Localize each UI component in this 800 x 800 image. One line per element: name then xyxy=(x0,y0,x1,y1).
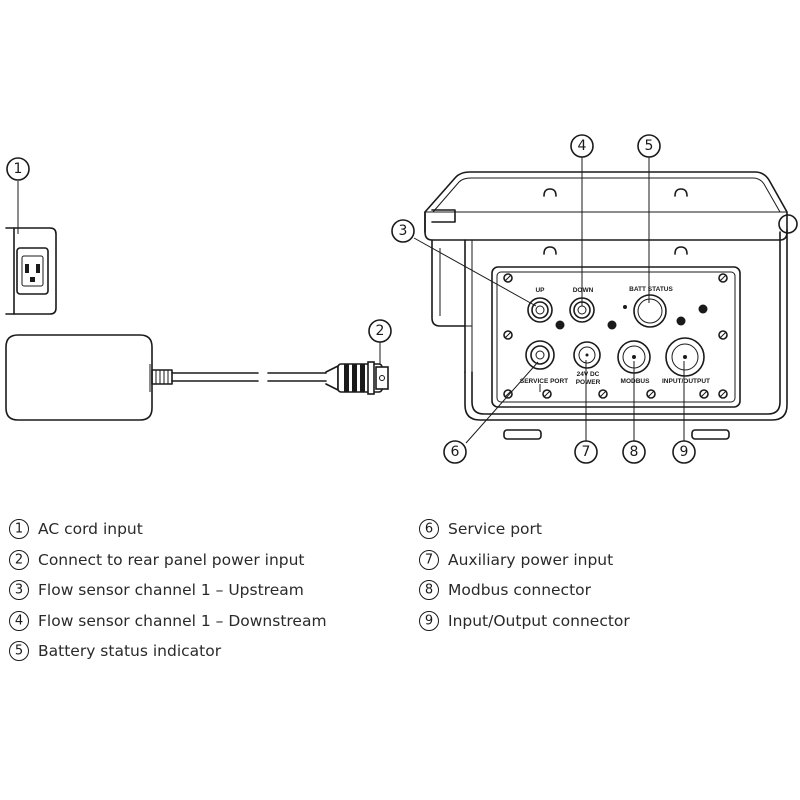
legend-item: 6 Service port xyxy=(419,519,542,539)
legend-text: Input/Output connector xyxy=(448,612,630,630)
legend-item: 5 Battery status indicator xyxy=(9,641,222,661)
legend: 1 AC cord input 2 Connect to rear panel … xyxy=(9,519,630,661)
svg-text:9: 9 xyxy=(680,444,689,460)
ac-inlet-module xyxy=(5,227,57,315)
legend-text: AC cord input xyxy=(38,520,143,538)
legend-item: 9 Input/Output connector xyxy=(419,611,630,631)
callout-5-marker: 5 xyxy=(637,134,661,158)
legend-text: Connect to rear panel power input xyxy=(38,551,305,569)
callout-9-marker: 9 xyxy=(672,440,696,464)
legend-text: Service port xyxy=(448,520,542,538)
legend-item: 4 Flow sensor channel 1 – Downstream xyxy=(9,611,327,631)
svg-text:8: 8 xyxy=(425,583,433,598)
svg-text:2: 2 xyxy=(15,553,23,568)
legend-item: 1 AC cord input xyxy=(9,519,143,539)
callout-1-marker: 1 xyxy=(6,157,30,181)
legend-item: 2 Connect to rear panel power input xyxy=(9,550,305,570)
legend-text: Flow sensor channel 1 – Downstream xyxy=(38,612,327,630)
label-input-output: INPUT/OUTPUT xyxy=(662,378,710,385)
svg-text:1: 1 xyxy=(14,161,23,177)
label-service-port: SERVICE PORT xyxy=(520,378,568,385)
svg-text:7: 7 xyxy=(582,444,591,460)
callout-4-marker: 4 xyxy=(570,134,594,158)
label-modbus: MODBUS xyxy=(621,378,651,385)
legend-item: 7 Auxiliary power input xyxy=(419,550,613,570)
svg-text:1: 1 xyxy=(15,522,23,537)
legend-text: Modbus connector xyxy=(448,581,592,599)
svg-text:3: 3 xyxy=(399,223,408,239)
label-24v-dc: 24V DC xyxy=(577,371,600,378)
callout-8-marker: 8 xyxy=(622,440,646,464)
callout-2-marker: 2 xyxy=(368,319,392,343)
legend-text: Flow sensor channel 1 – Upstream xyxy=(38,581,304,599)
svg-text:4: 4 xyxy=(15,614,23,629)
svg-text:5: 5 xyxy=(15,644,23,659)
label-batt-status: BATT STATUS xyxy=(629,286,673,293)
svg-text:6: 6 xyxy=(451,444,460,460)
label-up: UP xyxy=(535,287,545,294)
power-adapter xyxy=(5,334,389,421)
legend-text: Battery status indicator xyxy=(38,642,222,660)
svg-text:3: 3 xyxy=(15,583,23,598)
svg-text:9: 9 xyxy=(425,614,433,629)
svg-text:5: 5 xyxy=(645,138,654,154)
legend-item: 3 Flow sensor channel 1 – Upstream xyxy=(9,580,304,600)
svg-text:8: 8 xyxy=(630,444,639,460)
legend-text: Auxiliary power input xyxy=(448,551,613,569)
instrument-housing xyxy=(424,171,798,440)
callout-7-marker: 7 xyxy=(574,440,598,464)
callout-6-marker: 6 xyxy=(443,440,467,464)
label-down: DOWN xyxy=(573,287,594,294)
svg-text:6: 6 xyxy=(425,522,433,537)
svg-text:4: 4 xyxy=(578,138,587,154)
legend-item: 8 Modbus connector xyxy=(419,580,592,600)
svg-text:7: 7 xyxy=(425,553,433,568)
leader-lines xyxy=(17,157,685,444)
svg-text:2: 2 xyxy=(376,323,385,339)
label-power: POWER xyxy=(576,379,601,386)
callout-3-marker: 3 xyxy=(391,219,415,243)
